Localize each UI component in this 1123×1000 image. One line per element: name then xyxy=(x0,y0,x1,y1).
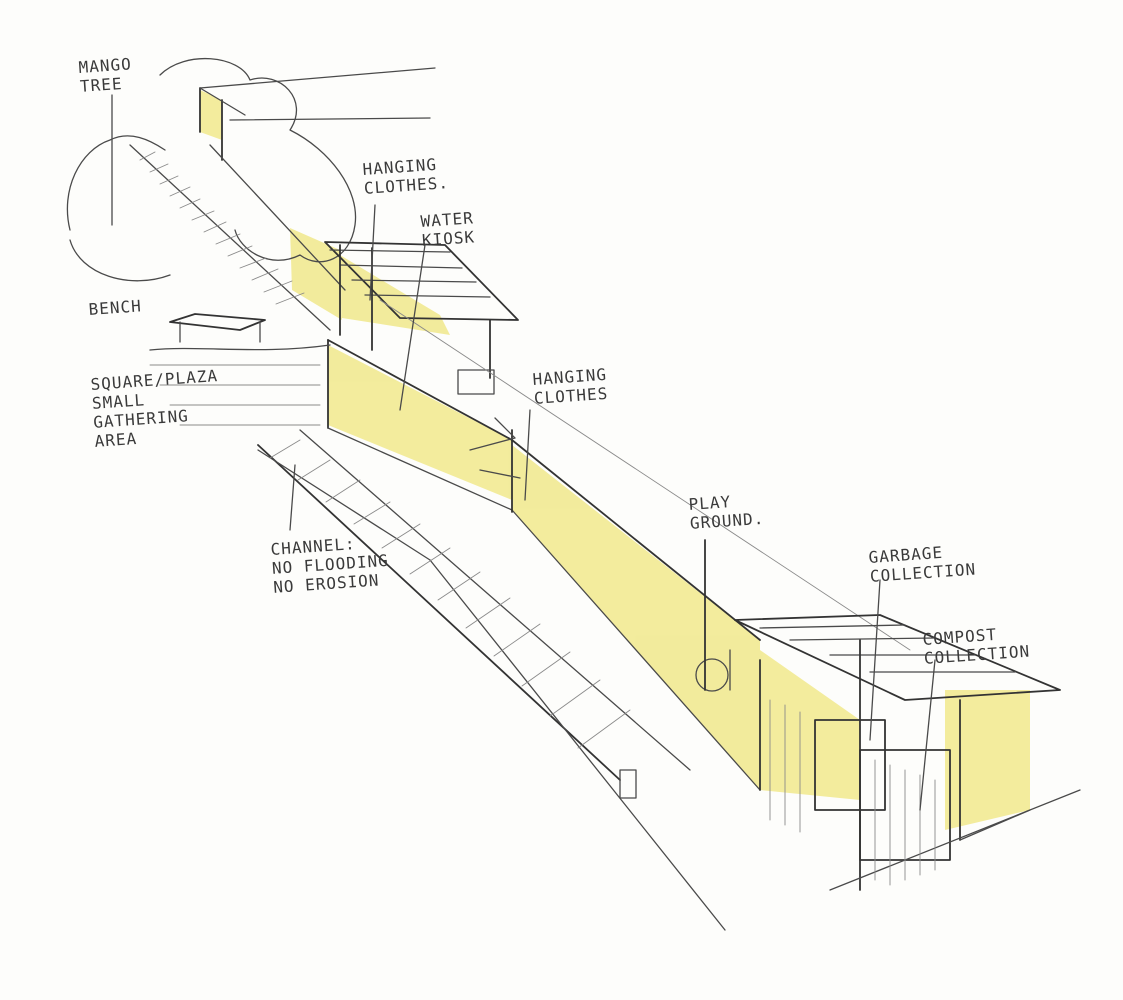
label-square-plaza: SQUARE/PLAZA SMALL GATHERING AREA xyxy=(90,366,219,451)
label-mango-tree: MANGO TREE xyxy=(78,54,133,96)
bench-sketch xyxy=(169,313,266,343)
label-channel: CHANNEL: NO FLOODING NO EROSION xyxy=(270,534,390,597)
label-hanging-clothes-mid: HANGING CLOTHES xyxy=(532,364,609,408)
long-wall xyxy=(327,299,911,791)
label-bench: BENCH xyxy=(88,296,143,319)
channel-stairs xyxy=(149,344,726,931)
label-compost-collection: COMPOST COLLECTION xyxy=(922,624,1031,668)
collection-sheds xyxy=(734,614,1081,891)
mango-tree-canopy xyxy=(66,57,357,282)
playground-sketch xyxy=(695,539,731,692)
upper-path xyxy=(129,67,436,331)
label-garbage-collection: GARBAGE COLLECTION xyxy=(868,542,977,586)
water-kiosk xyxy=(324,241,519,395)
label-water-kiosk: WATER KIOSK xyxy=(420,208,476,250)
label-playground: PLAY GROUND. xyxy=(688,492,765,533)
highlight-walls xyxy=(200,90,1030,830)
label-hanging-clothes-top: HANGING CLOTHES. xyxy=(362,154,450,198)
leader-lines xyxy=(111,94,936,811)
